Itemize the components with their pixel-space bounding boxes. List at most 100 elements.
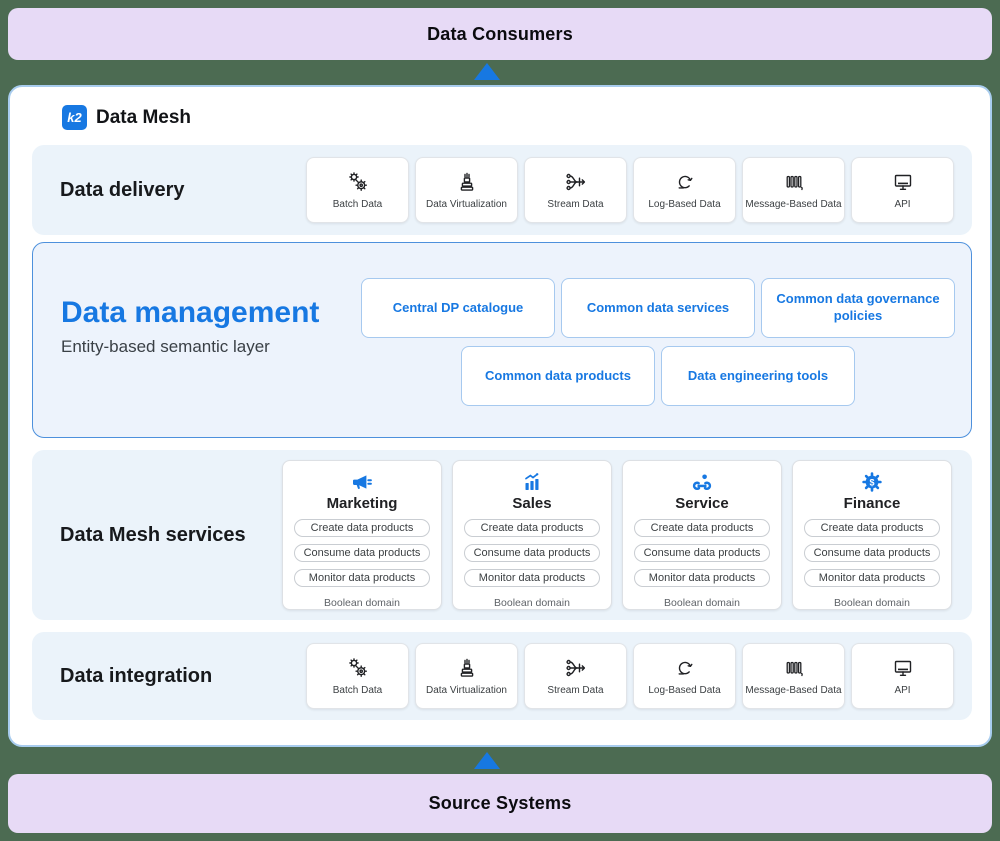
card-label: Log-Based Data [648, 199, 721, 210]
api-card: API [851, 643, 954, 709]
delivery-cards: Batch Data Data Virtualization [306, 157, 972, 223]
pill-label: Consume data products [303, 547, 421, 559]
service-domain-card: Service Create data products Consume dat… [622, 460, 782, 610]
pill-label: Create data products [820, 522, 924, 534]
data-engineering-tools-card: Data engineering tools [661, 346, 855, 406]
batch-data-card: Batch Data [306, 157, 409, 223]
card-label: Batch Data [332, 199, 383, 210]
domain-footer: Boolean domain [834, 597, 910, 609]
card-label: Log-Based Data [648, 685, 721, 696]
stream-data-card: Stream Data [524, 157, 627, 223]
batch-data-card: Batch Data [306, 643, 409, 709]
data-delivery-label: Data delivery [60, 178, 185, 201]
loop-icon [673, 170, 697, 194]
layered-stack-icon [455, 170, 479, 194]
domain-footer: Boolean domain [324, 597, 400, 609]
domain-footer: Boolean domain [664, 597, 740, 609]
api-card: API [851, 157, 954, 223]
card-label: Common data products [485, 367, 631, 383]
card-label: Data engineering tools [687, 367, 829, 383]
loop-icon [673, 656, 697, 680]
data-consumers-label: Data Consumers [427, 23, 573, 44]
stream-data-card: Stream Data [524, 643, 627, 709]
pill-label: Monitor data products [648, 572, 756, 584]
wrench-service-icon [690, 470, 714, 494]
pill-label: Create data products [310, 522, 414, 534]
card-label: Data Virtualization [426, 199, 507, 210]
pill-label: Consume data products [813, 547, 931, 559]
central-dp-catalogue-card: Central DP catalogue [361, 278, 555, 338]
source-systems-banner: Source Systems [8, 774, 992, 833]
integration-cards: Batch Data Data Virtualization [306, 643, 972, 709]
card-label: API [894, 199, 911, 210]
monitor-data-products-button: Monitor data products [634, 569, 770, 587]
card-label: Common data services [586, 299, 730, 315]
pill-label: Monitor data products [818, 572, 926, 584]
card-label: Batch Data [332, 685, 383, 696]
gears-icon [346, 656, 370, 680]
card-label: Stream Data [547, 685, 604, 696]
create-data-products-button: Create data products [294, 519, 430, 537]
megaphone-icon [350, 470, 374, 494]
common-data-products-card: Common data products [461, 346, 655, 406]
brand-title: Data Mesh [96, 106, 192, 128]
domain-footer: Boolean domain [494, 597, 570, 609]
monitor-data-products-button: Monitor data products [464, 569, 600, 587]
create-data-products-button: Create data products [634, 519, 770, 537]
pill-label: Create data products [650, 522, 754, 534]
pill-label: Monitor data products [308, 572, 416, 584]
common-data-governance-policies-card: Common data governance policies [761, 278, 955, 338]
finance-domain-card: $ Finance Create data products Consume d… [792, 460, 952, 610]
data-integration-label: Data integration [60, 664, 213, 687]
data-mesh-services-row: Data Mesh services Marketing Create data… [32, 450, 972, 620]
layered-stack-icon [455, 656, 479, 680]
log-based-data-card: Log-Based Data [633, 643, 736, 709]
monitor-icon [891, 170, 915, 194]
consume-data-products-button: Consume data products [634, 544, 770, 562]
monitor-data-products-button: Monitor data products [804, 569, 940, 587]
card-label: Message-Based Data [745, 199, 842, 210]
monitor-data-products-button: Monitor data products [294, 569, 430, 587]
data-management-section: Data management Entity-based semantic la… [32, 242, 972, 438]
data-management-titleblock: Data management Entity-based semantic la… [61, 296, 319, 357]
pill-label: Monitor data products [478, 572, 586, 584]
pill-label: Create data products [480, 522, 584, 534]
bar-chart-icon [520, 470, 544, 494]
k2-logo-icon: k2 [62, 105, 87, 130]
card-label: Data Virtualization [426, 685, 507, 696]
data-management-subtitle: Entity-based semantic layer [61, 336, 270, 356]
data-delivery-row: Data delivery Batch Data [32, 145, 972, 235]
gears-icon [346, 170, 370, 194]
consume-data-products-button: Consume data products [804, 544, 940, 562]
data-mesh-services-label: Data Mesh services [60, 523, 246, 546]
message-based-data-card: Message-Based Data [742, 157, 845, 223]
source-systems-label: Source Systems [428, 793, 572, 813]
common-data-services-card: Common data services [561, 278, 755, 338]
brand-row: k2 Data Mesh [62, 105, 191, 130]
domain-title: Marketing [326, 495, 398, 512]
data-virtualization-card: Data Virtualization [415, 643, 518, 709]
card-label: Common data governance policies [776, 291, 940, 323]
message-based-data-card: Message-Based Data [742, 643, 845, 709]
data-consumers-banner: Data Consumers [8, 8, 992, 60]
branch-merge-icon [564, 656, 588, 680]
data-mesh-panel: k2 Data Mesh Data delivery Batch Data [8, 85, 992, 747]
domain-title: Sales [512, 495, 552, 512]
svg-text:$: $ [869, 477, 874, 487]
branch-merge-icon [564, 170, 588, 194]
arrow-up-top-icon [474, 63, 500, 80]
card-label: API [894, 685, 911, 696]
domain-title: Finance [843, 495, 901, 512]
domain-title: Service [675, 495, 729, 512]
data-integration-row: Data integration Batch Data [32, 632, 972, 720]
card-label: Central DP catalogue [392, 299, 524, 315]
pill-label: Consume data products [643, 547, 761, 559]
pill-label: Consume data products [473, 547, 591, 559]
monitor-icon [891, 656, 915, 680]
queue-bars-icon [782, 170, 806, 194]
card-label: Stream Data [547, 199, 604, 210]
consume-data-products-button: Consume data products [464, 544, 600, 562]
data-management-title: Data management [61, 296, 320, 329]
create-data-products-button: Create data products [804, 519, 940, 537]
